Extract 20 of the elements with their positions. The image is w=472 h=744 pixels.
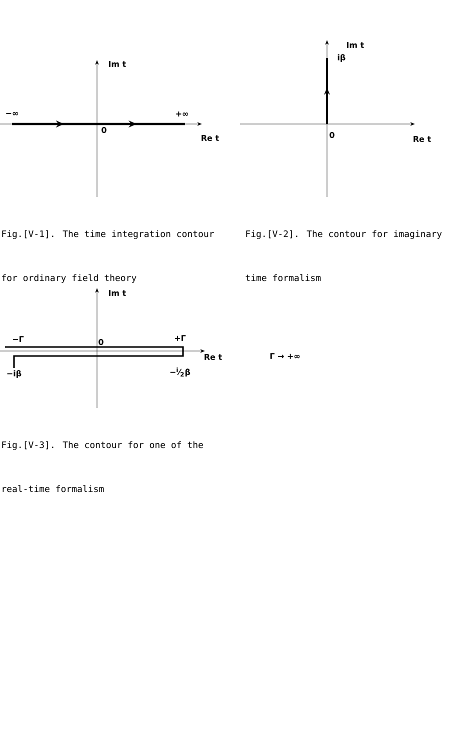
axis-label: 0 (98, 338, 104, 346)
axis-label: 0 (102, 126, 106, 134)
axis-label: Γ → +∞ (270, 353, 300, 359)
figure-caption: Fig.[V-1]. The time integration contour for ordinary field theory (2, 230, 214, 283)
axis-label: Re t (414, 136, 431, 142)
axis-label: Re t (202, 135, 219, 141)
axis-label: −iβ (7, 370, 22, 378)
axis-label: −$^{i}$⁄$_{2}$β (170, 367, 190, 377)
axis-label: −Γ (12, 336, 24, 342)
axis-label: +∞ (176, 112, 188, 116)
axis-label: Im t (108, 290, 126, 296)
axis-label: +Γ (174, 335, 186, 341)
figure-caption: Fig.[V-3]. The contour for one of the real-time formalism (2, 441, 203, 492)
axis-label: iβ (338, 54, 346, 62)
axis-label: 0 (330, 132, 334, 138)
axis-label: Re t (204, 354, 222, 360)
axis-label: Im t (346, 42, 364, 48)
figure-caption: Fig.[V-2]. The contour for imaginary time formalism (246, 230, 442, 282)
axis-label: Im t (108, 61, 126, 67)
axis-label: −∞ (6, 112, 18, 116)
